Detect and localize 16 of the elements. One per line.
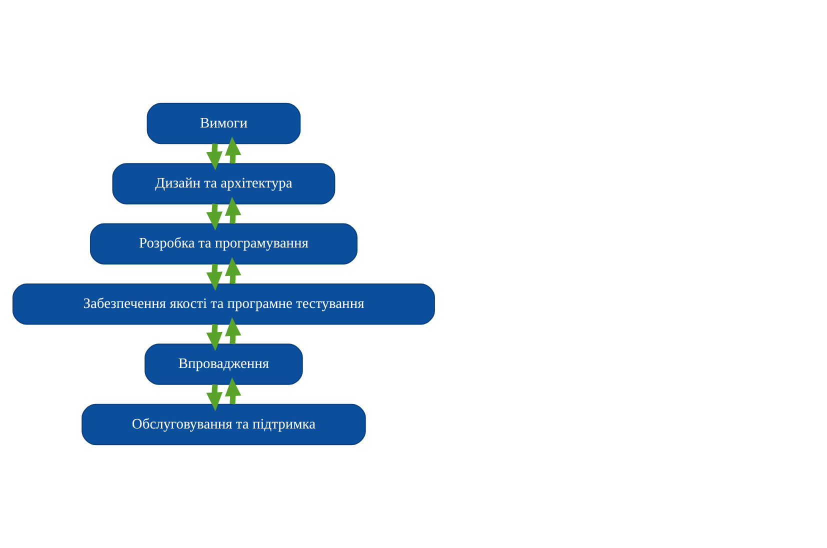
node-box: Обслуговування та підтримка — [82, 404, 366, 446]
node-box: Вимоги — [146, 102, 301, 144]
arrow — [206, 143, 223, 170]
arrow — [224, 317, 242, 344]
arrow — [224, 257, 242, 284]
node-box: Дизайн та архітектура — [112, 163, 336, 204]
node-box: Забезпечення якості та програмне тестування — [12, 283, 435, 325]
arrow — [206, 264, 223, 291]
arrow — [206, 384, 223, 412]
arrow — [206, 204, 223, 231]
arrow — [224, 377, 242, 404]
node-box: Розробка та програмування — [90, 223, 358, 265]
arrow — [224, 136, 242, 164]
node-box: Впровадження — [144, 344, 303, 385]
arrow — [224, 196, 242, 224]
arrow — [206, 324, 223, 351]
